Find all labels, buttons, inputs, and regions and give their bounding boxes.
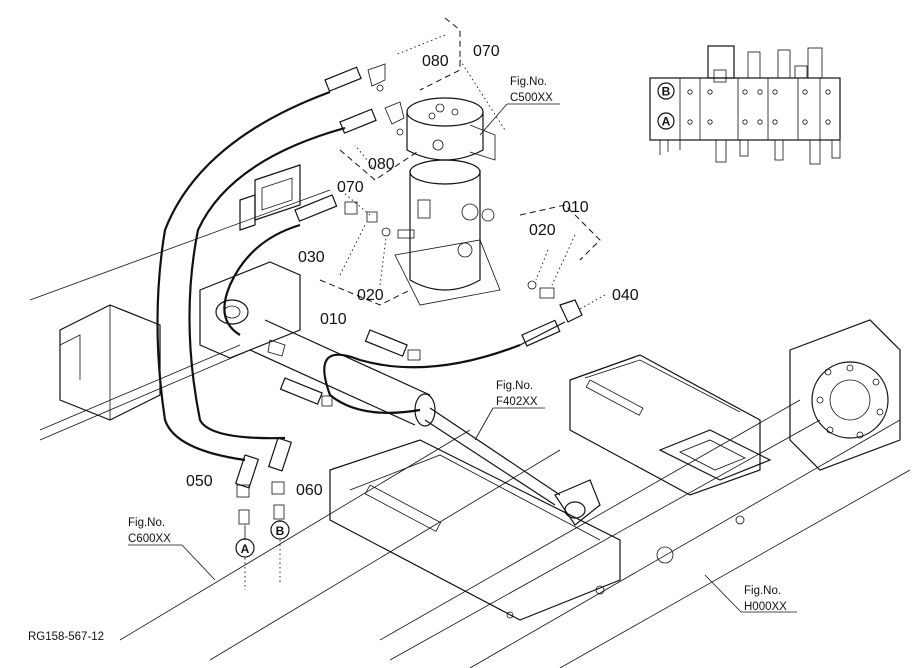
part-labels: 070 080 080 070 010 020 030 020 040 010 … xyxy=(186,43,639,499)
control-valve-inset: B A xyxy=(649,45,841,165)
drawing-code: RG158-567-12 xyxy=(28,631,104,643)
hose-end-060 xyxy=(267,437,293,472)
fig-ref-h000-line1: Fig.No. xyxy=(744,585,781,597)
port-markers: A B xyxy=(235,520,290,590)
port-marker-a-circle xyxy=(235,538,255,558)
fig-ref-f402-line1: Fig.No. xyxy=(496,380,533,392)
fig-ref-c600-line1: Fig.No. xyxy=(128,517,165,529)
valve-port-b-circle xyxy=(657,82,675,100)
figure-ref-leaders xyxy=(128,103,797,613)
figure-refs: Fig.No. C500XX Fig.No. F402XX Fig.No. C6… xyxy=(128,76,787,613)
fig-ref-h000-line2: H000XX xyxy=(744,601,787,613)
hoses xyxy=(156,90,566,462)
port-marker-b-label: B xyxy=(276,524,285,538)
hose-end-040 xyxy=(521,319,561,347)
part-label-040: 040 xyxy=(612,287,639,304)
part-label-020-left: 020 xyxy=(357,287,384,304)
part-label-020-right: 020 xyxy=(529,222,556,239)
hose-end-second xyxy=(339,108,377,134)
part-label-010-right: 010 xyxy=(562,199,589,216)
hose-end-top xyxy=(324,66,362,92)
valve-port-dots xyxy=(687,89,831,125)
part-label-050: 050 xyxy=(186,473,213,490)
part-label-010-mid: 010 xyxy=(320,311,347,328)
part-label-080-top: 080 xyxy=(422,53,449,70)
hose-end-070 xyxy=(294,194,338,222)
part-label-030: 030 xyxy=(298,249,325,266)
hose-end-050 xyxy=(234,454,260,489)
fig-ref-c600-line2: C600XX xyxy=(128,533,171,545)
port-marker-b-circle xyxy=(270,520,290,540)
fig-ref-f402-line2: F402XX xyxy=(496,396,538,408)
fig-ref-c500-line2: C500XX xyxy=(510,92,553,104)
valve-port-a-label: A xyxy=(662,115,671,129)
valve-port-a-circle xyxy=(657,112,675,130)
fittings xyxy=(234,63,583,525)
part-label-060: 060 xyxy=(296,482,323,499)
part-label-070-top: 070 xyxy=(473,43,500,60)
fig-ref-c500-line1: Fig.No. xyxy=(510,76,547,88)
valve-port-b-label: B xyxy=(662,85,671,99)
part-label-080-mid: 080 xyxy=(368,156,395,173)
group-brackets xyxy=(319,17,606,311)
port-marker-a-label: A xyxy=(241,542,250,556)
part-label-070-mid: 070 xyxy=(337,179,364,196)
bolt-circle xyxy=(816,364,884,439)
swivel-joint xyxy=(394,97,501,306)
